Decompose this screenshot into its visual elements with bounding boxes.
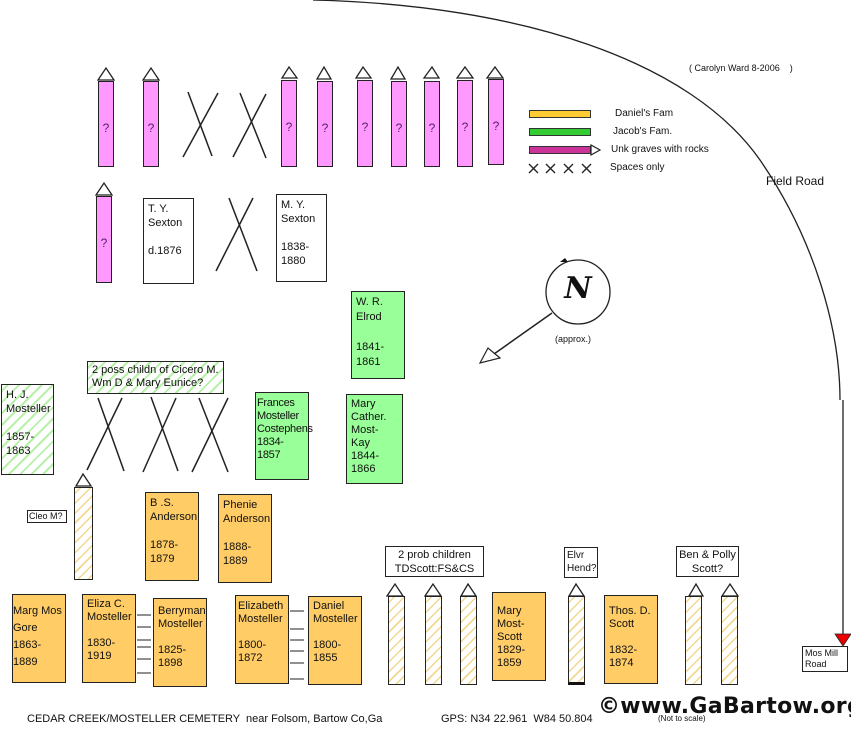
road-arrow-icon bbox=[834, 633, 851, 647]
hatched-grave bbox=[721, 596, 738, 685]
compass-note: (approx.) bbox=[555, 334, 592, 344]
note-tdscott-children: 2 prob children TDScott:FS&CS bbox=[385, 546, 484, 577]
unknown-grave: ? bbox=[391, 81, 407, 167]
unknown-grave: ? bbox=[488, 79, 504, 165]
unknown-grave: ? bbox=[96, 196, 112, 283]
compass-tick bbox=[560, 258, 568, 262]
hatched-grave bbox=[685, 596, 702, 685]
legend-label-daniel: Daniel's Fam bbox=[615, 108, 674, 119]
field-road-label: Field Road bbox=[766, 174, 825, 188]
legend-label-spaces: Spaces only bbox=[610, 162, 665, 173]
grave-wr-elrod: W. R. Elrod 1841- 1861 bbox=[351, 291, 405, 379]
grave-phenie-anderson: Phenie Anderson 1888- 1889 bbox=[218, 494, 272, 583]
grave-ty-sexton: T. Y. Sexton d.1876 bbox=[143, 198, 194, 284]
copyright-watermark: ©www.GaBartow.org bbox=[598, 694, 851, 719]
unknown-grave: ? bbox=[317, 81, 333, 167]
spouse-connectors bbox=[137, 610, 304, 680]
note-elvr-hend: Elvr Hend? bbox=[564, 547, 598, 578]
not-to-scale-note: (Not to scale) bbox=[658, 714, 706, 723]
grave-mary-scott: Mary Most- Scott 1829- 1859 bbox=[492, 592, 546, 681]
unknown-grave: ? bbox=[457, 80, 473, 167]
grave-mary-kay: Mary Cather. Most- Kay 1844- 1866 bbox=[346, 394, 403, 484]
legend-label-unknown: Unk graves with rocks bbox=[611, 144, 709, 155]
hatched-grave bbox=[568, 596, 585, 685]
gps-coordinates: GPS: N34 22.961 W84 50.804 bbox=[441, 713, 593, 725]
compass-arrowhead-icon bbox=[478, 347, 502, 364]
unknown-grave: ? bbox=[98, 81, 114, 167]
grave-frances-costephens: Frances Mosteller Costephens 1834- 1857 bbox=[255, 392, 313, 480]
note-cleo: Cleo M? bbox=[27, 510, 67, 523]
grave-hj-mosteller: H. J. Mosteller 1857- 1863 bbox=[1, 384, 54, 475]
grave-bs-anderson: B .S. Anderson 1878- 1879 bbox=[145, 492, 199, 581]
note-ben-polly-scott: Ben & Polly Scott? bbox=[676, 546, 739, 577]
hatched-grave bbox=[74, 487, 93, 580]
grave-eliza-mosteller: Eliza C. Mosteller 1830- 1919 bbox=[82, 594, 136, 683]
compass-letter: N bbox=[564, 271, 592, 306]
compass-circle bbox=[545, 259, 611, 325]
note-cicero-children: 2 poss childn of Cicero M. Wm D & Mary E… bbox=[87, 361, 224, 394]
grave-marg-gore: Marg Mos Gore 1863- 1889 bbox=[12, 594, 66, 683]
mos-mill-road-label: Mos Mill Road bbox=[802, 646, 848, 672]
hatched-grave bbox=[388, 596, 405, 685]
grave-berryman-mosteller: Berryman Mosteller 1825- 1898 bbox=[153, 598, 207, 687]
grave-daniel-mosteller: Daniel Mosteller 1800- 1855 bbox=[308, 596, 362, 685]
legend-triangle-icon bbox=[590, 144, 602, 156]
unknown-grave: ? bbox=[143, 81, 159, 167]
hatched-grave bbox=[460, 596, 477, 685]
cemetery-title: CEDAR CREEK/MOSTELLER CEMETERY near Fols… bbox=[27, 713, 383, 725]
hatched-grave bbox=[425, 596, 442, 685]
unknown-grave: ? bbox=[424, 81, 440, 167]
space-markers bbox=[86, 91, 267, 473]
legend-swatch-daniel bbox=[529, 110, 591, 118]
grave-thos-scott: Thos. D. Scott 1832- 1874 bbox=[604, 595, 658, 684]
legend-swatch-jacob bbox=[529, 128, 591, 136]
compass-arrow-line bbox=[493, 312, 553, 355]
unknown-grave: ? bbox=[357, 80, 373, 167]
legend-label-jacob: Jacob's Fam. bbox=[613, 126, 673, 137]
legend-x-icons bbox=[528, 163, 592, 174]
grave-my-sexton: M. Y. Sexton 1838- 1880 bbox=[276, 194, 327, 282]
grave-elizabeth-mosteller: Elizabeth Mosteller 1800- 1872 bbox=[235, 595, 289, 684]
field-road-line bbox=[312, 0, 841, 401]
unknown-grave: ? bbox=[281, 80, 297, 167]
credit: ( Carolyn Ward 8-2006 ) bbox=[689, 63, 793, 73]
legend-swatch-unknown bbox=[529, 146, 591, 154]
